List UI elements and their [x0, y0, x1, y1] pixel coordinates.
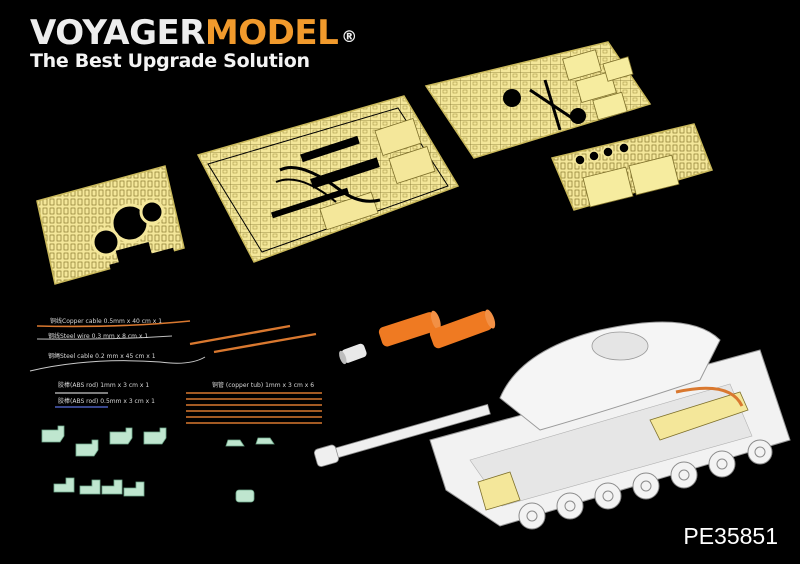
copper-rod-1	[189, 324, 291, 346]
logo-model-text: MODEL	[204, 13, 339, 53]
steel-wire-sample	[36, 335, 173, 340]
tank-model	[313, 321, 791, 530]
material-samples	[29, 320, 322, 424]
resin-barrel-parts	[339, 309, 496, 365]
brand-tagline: The Best Upgrade Solution	[30, 50, 310, 72]
registered-mark: ®	[341, 27, 357, 46]
label-copper-tube: 铜管 (copper tub) 1mm x 3 cm x 6	[212, 382, 315, 389]
photo-etch-fret-3	[424, 41, 652, 159]
copper-tube-samples	[186, 392, 322, 424]
brand-block: VOYAGERMODEL® The Best Upgrade Solution	[30, 14, 357, 72]
copper-rod-2	[213, 332, 317, 354]
label-steel-cable: 钢绳Steel cable 0.2 mm x 45 cm x 1	[48, 353, 156, 360]
brand-logo: VOYAGERMODEL®	[30, 14, 357, 52]
steel-cable-sample	[29, 356, 206, 372]
logo-voyager-text: VOYAGER	[30, 13, 205, 53]
label-abs-rod-1mm: 胶棒(ABS rod) 1mm x 3 cm x 1	[58, 382, 150, 389]
copper-cable-sample	[36, 320, 191, 328]
photo-etch-fret-4	[550, 123, 713, 211]
label-copper-cable: 铜线Copper cable 0.5mm x 40 cm x 1	[50, 318, 163, 325]
product-code: PE35851	[683, 523, 778, 549]
photo-etch-fret-1	[36, 165, 185, 285]
photo-etch-fret-2	[196, 95, 460, 263]
label-steel-wire: 钢线Steel wire 0.3 mm x 8 cm x 1	[48, 333, 149, 340]
label-abs-rod-05mm: 胶棒(ABS rod) 0.5mm x 3 cm x 1	[58, 398, 155, 405]
resin-track-holders	[41, 425, 275, 503]
